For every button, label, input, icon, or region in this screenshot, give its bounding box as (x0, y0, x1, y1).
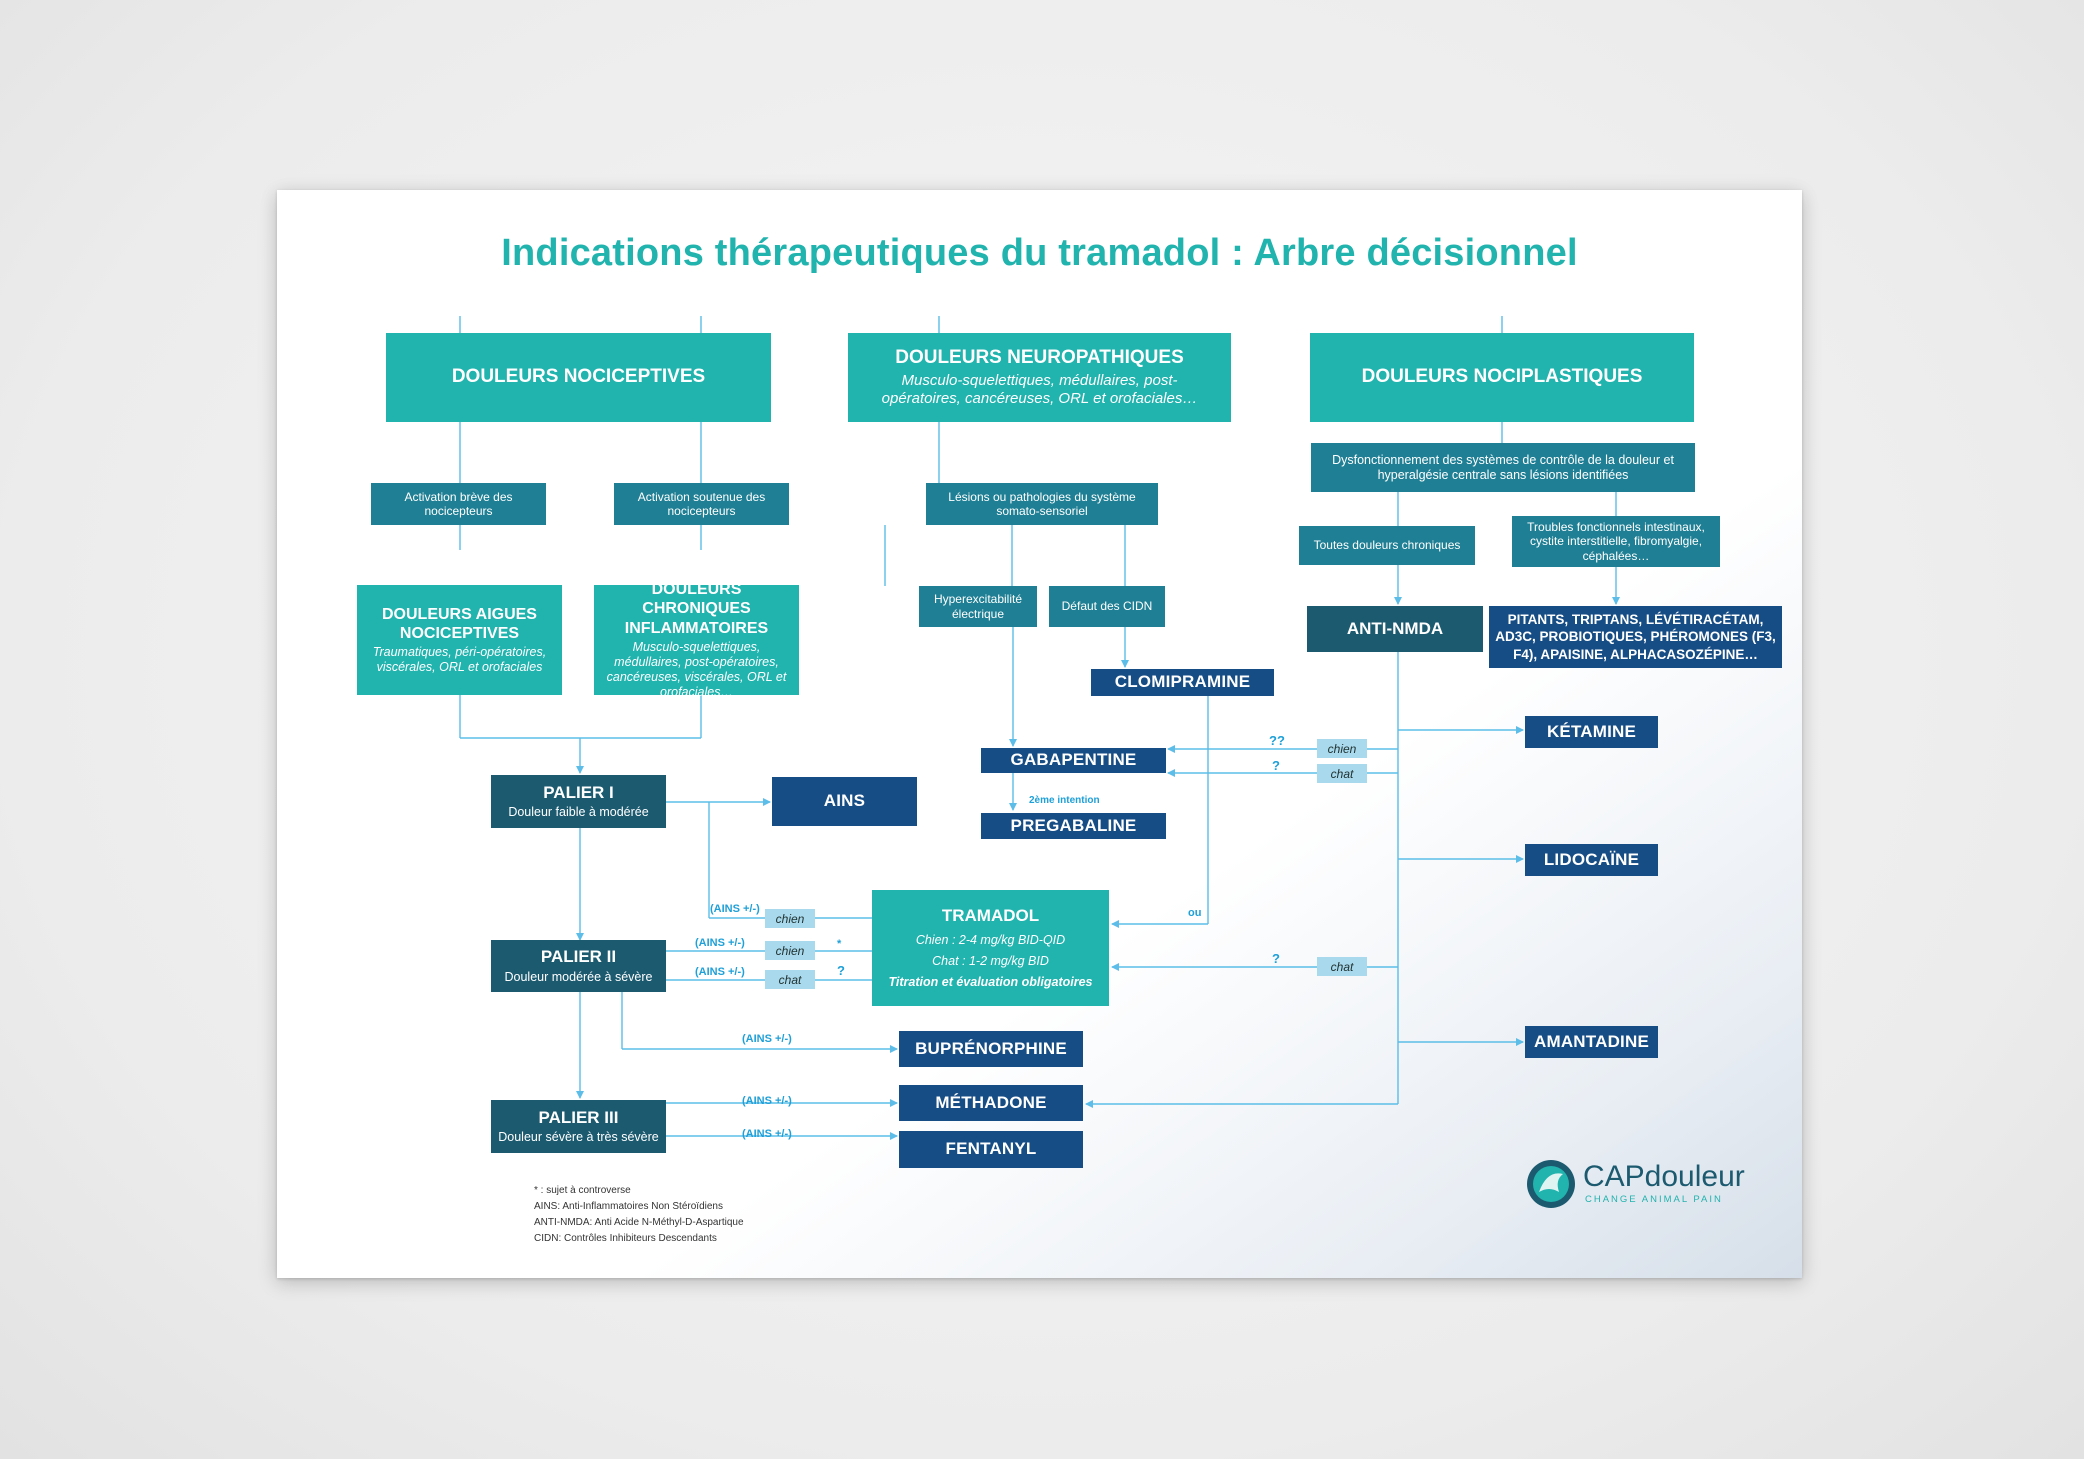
anti-nmda: ANTI-NMDA (1307, 606, 1483, 652)
step-activation-breve: Activation brève des nocicepteurs (371, 483, 546, 525)
capdouleur-logo: CAPdouleur CHANGE ANIMAL PAIN (1525, 1158, 1755, 1214)
category-nociplastiques-label: DOULEURS NOCIPLASTIQUES (1361, 366, 1643, 388)
label-ains-methadone: (AINS +/-) (742, 1095, 792, 1107)
label-double-question: ?? (1269, 733, 1285, 748)
drug-buprenorphine: BUPRÉNORPHINE (899, 1031, 1083, 1067)
step-lesions: Lésions ou pathologies du système somato… (926, 483, 1158, 525)
logo-name: CAPdouleur (1583, 1160, 1745, 1193)
palier-3-sub: Douleur sévère à très sévère (498, 1130, 659, 1145)
legend-line-1: * : sujet à controverse (534, 1185, 631, 1196)
drug-clomipramine: CLOMIPRAMINE (1091, 669, 1274, 696)
tag-chien-palier1: chien (765, 909, 815, 928)
tag-chat-gabapentine: chat (1317, 764, 1367, 783)
tramadol-note: Titration et évaluation obligatoires (888, 974, 1093, 989)
legend-line-4: CIDN: Contrôles Inhibiteurs Descendants (534, 1233, 717, 1244)
drug-fentanyl: FENTANYL (899, 1131, 1083, 1168)
step-defaut-cidn: Défaut des CIDN (1049, 586, 1165, 627)
step-hyperexcitabilite: Hyperexcitabilité électrique (919, 586, 1037, 627)
drug-methadone: MÉTHADONE (899, 1085, 1083, 1121)
label-second-intention: 2ème intention (1029, 795, 1100, 806)
tramadol-box: TRAMADOL Chien : 2-4 mg/kg BID-QID Chat … (872, 890, 1109, 1006)
drug-pregabaline: PREGABALINE (981, 813, 1166, 839)
category-nociceptives-label: DOULEURS NOCICEPTIVES (451, 366, 706, 388)
drug-pitants: PITANTS, TRIPTANS, LÉVÉTIRACÉTAM, AD3C, … (1489, 606, 1782, 668)
palier-2: PALIER II Douleur modérée à sévère (491, 940, 666, 992)
label-star: * (837, 938, 842, 950)
step-toutes-douleurs: Toutes douleurs chroniques (1299, 526, 1475, 565)
poster: Indications thérapeutiques du tramadol :… (277, 190, 1802, 1278)
subcat-douleurs-chroniques-sub: Musculo-squelettiques, médullaires, post… (606, 639, 787, 699)
drug-lidocaine: LIDOCAÏNE (1525, 844, 1658, 876)
tramadol-dose-chien: Chien : 2-4 mg/kg BID-QID (915, 932, 1066, 947)
subcat-douleurs-aigues-title: DOULEURS AIGUES NOCICEPTIVES (382, 605, 537, 642)
palier-3: PALIER III Douleur sévère à très sévère (491, 1100, 666, 1153)
category-neuropathiques-label: DOULEURS NEUROPATHIQUES (895, 346, 1184, 368)
label-ou: ou (1188, 907, 1202, 919)
step-activation-soutenue: Activation soutenue des nocicepteurs (614, 483, 789, 525)
label-question-gabapentine: ? (1272, 758, 1280, 773)
label-ains-fentanyl: (AINS +/-) (742, 1128, 792, 1140)
tag-chien-palier2: chien (765, 941, 815, 960)
label-ains-palier2-chien: (AINS +/-) (695, 937, 745, 949)
label-ains-buprenorphine: (AINS +/-) (742, 1033, 792, 1045)
logo-mark-icon (1527, 1160, 1575, 1208)
drug-ketamine: KÉTAMINE (1525, 716, 1658, 748)
subcat-douleurs-chroniques-title: DOULEURS CHRONIQUES INFLAMMATOIRES (624, 581, 769, 637)
drug-gabapentine: GABAPENTINE (981, 748, 1166, 773)
drug-ains: AINS (772, 777, 917, 826)
label-question-tramadol: ? (1272, 951, 1280, 966)
page-title: Indications thérapeutiques du tramadol :… (501, 232, 1578, 274)
category-neuropathiques: DOULEURS NEUROPATHIQUES Musculo-squelett… (848, 333, 1231, 422)
label-ains-palier2-chat: (AINS +/-) (695, 966, 745, 978)
palier-3-title: PALIER III (538, 1107, 619, 1127)
subcat-douleurs-chroniques: DOULEURS CHRONIQUES INFLAMMATOIRES Muscu… (594, 581, 799, 699)
subcat-douleurs-aigues-sub: Traumatiques, péri-opératoires, viscéral… (372, 645, 547, 675)
palier-1-sub: Douleur faible à modérée (508, 805, 649, 820)
legend-line-3: ANTI-NMDA: Anti Acide N-Méthyl-D-Asparti… (534, 1217, 744, 1228)
palier-1: PALIER I Douleur faible à modérée (491, 775, 666, 828)
category-nociceptives: DOULEURS NOCICEPTIVES (386, 333, 771, 422)
label-ains-palier1: (AINS +/-) (710, 903, 760, 915)
palier-1-title: PALIER I (543, 782, 614, 802)
logo-tagline: CHANGE ANIMAL PAIN (1585, 1194, 1723, 1205)
palier-2-sub: Douleur modérée à sévère (504, 969, 653, 984)
tag-chien-gabapentine: chien (1317, 739, 1367, 758)
legend-line-2: AINS: Anti-Inflammatoires Non Stéroïdien… (534, 1201, 723, 1212)
tramadol-title: TRAMADOL (941, 906, 1040, 926)
category-neuropathiques-sub: Musculo-squelettiques, médullaires, post… (881, 372, 1198, 408)
step-troubles: Troubles fonctionnels intestinaux, cysti… (1512, 516, 1720, 567)
label-question-chat-palier2: ? (837, 963, 845, 978)
tag-chat-tramadol: chat (1317, 957, 1367, 976)
drug-amantadine: AMANTADINE (1525, 1026, 1658, 1058)
tramadol-dose-chat: Chat : 1-2 mg/kg BID (932, 953, 1049, 968)
tag-chat-palier2: chat (765, 970, 815, 989)
palier-2-title: PALIER II (540, 947, 617, 967)
subcat-douleurs-aigues: DOULEURS AIGUES NOCICEPTIVES Traumatique… (357, 585, 562, 695)
step-dysfonctionnement: Dysfonctionnement des systèmes de contrô… (1311, 443, 1695, 492)
category-nociplastiques: DOULEURS NOCIPLASTIQUES (1310, 333, 1694, 422)
